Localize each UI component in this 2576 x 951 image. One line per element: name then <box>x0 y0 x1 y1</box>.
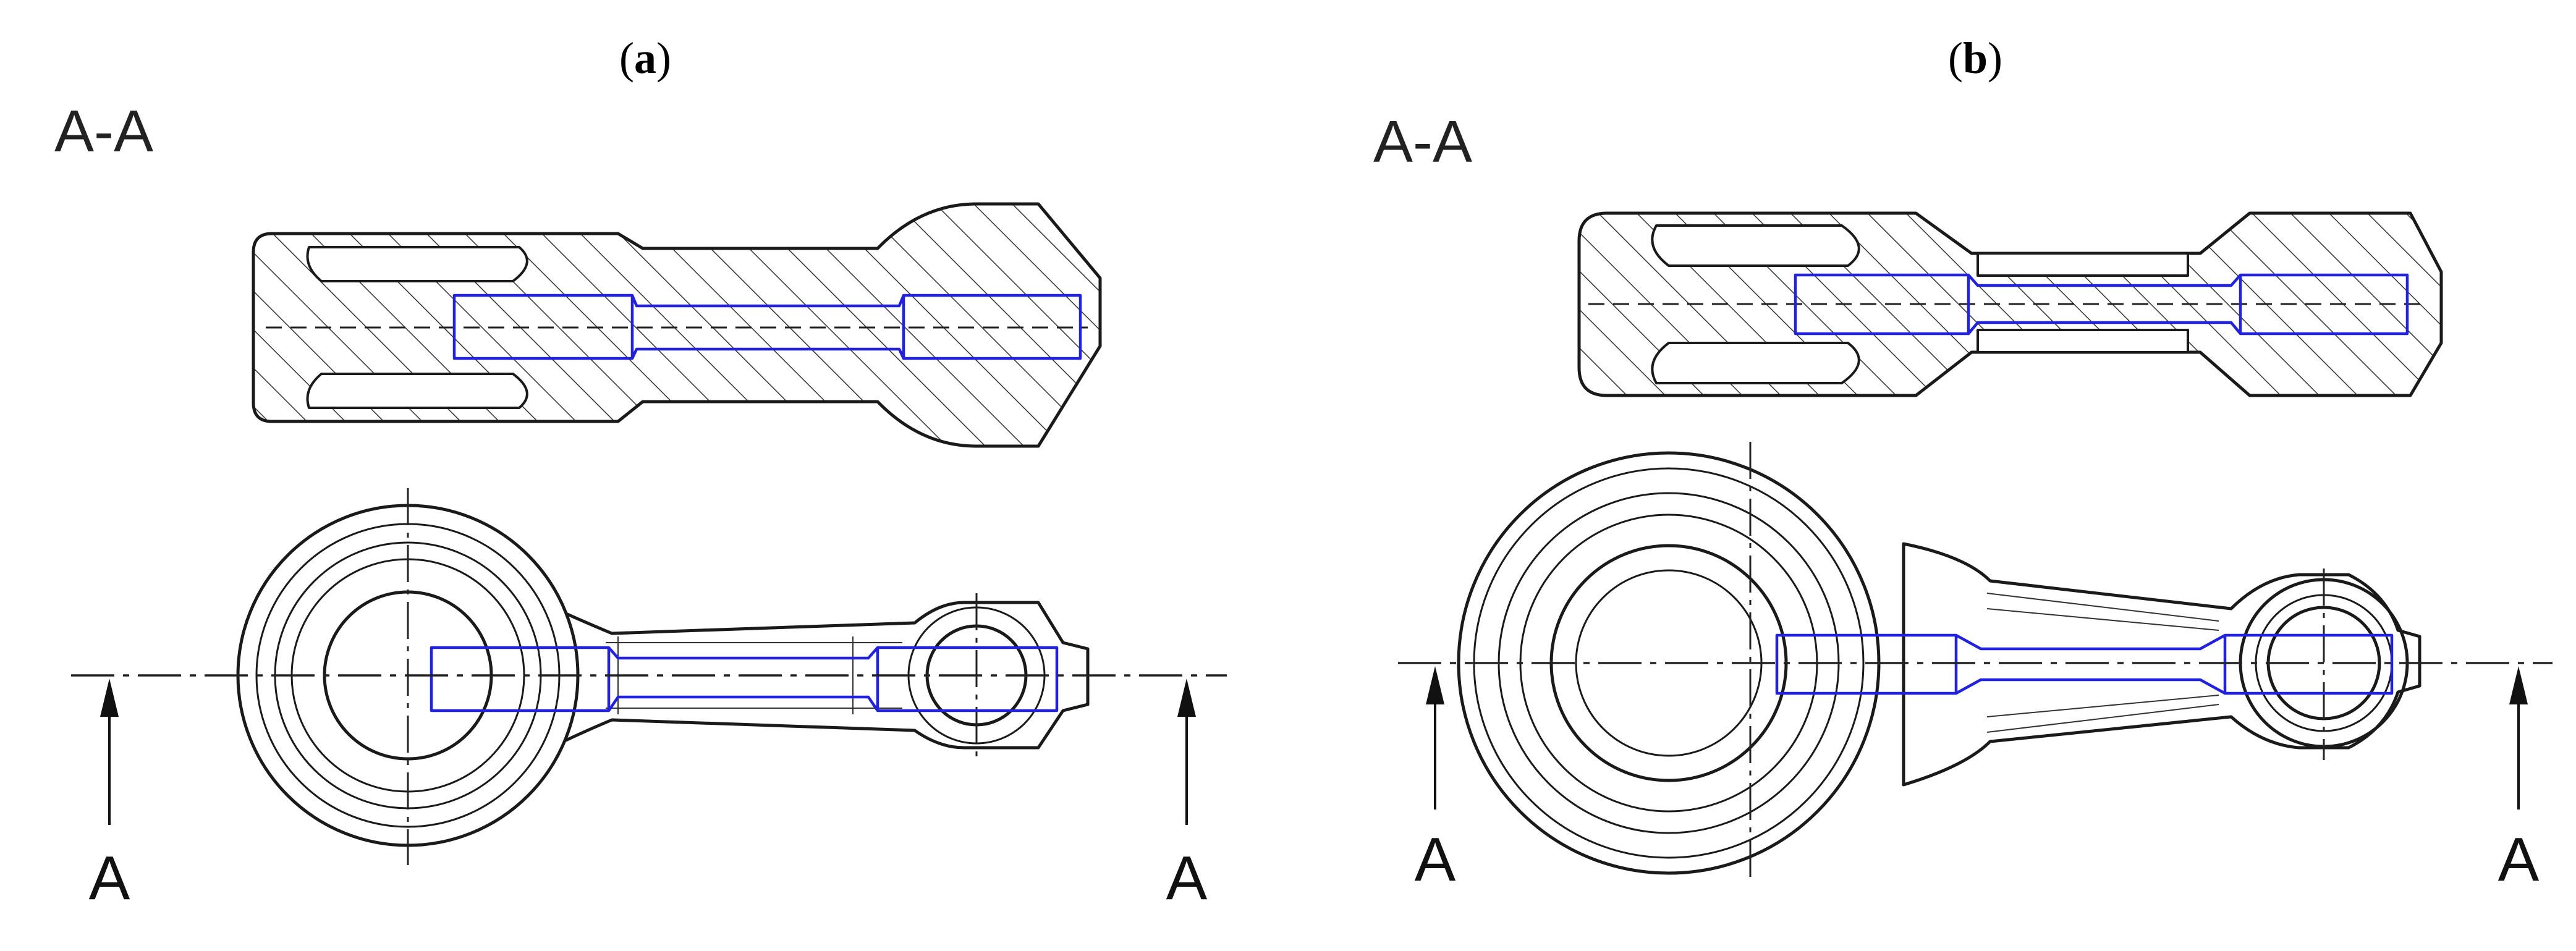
panel-b-section-title: A-A <box>1373 109 1472 175</box>
panel-a-section-view <box>252 202 1102 448</box>
panel-b-cutting-plane <box>1398 662 2553 809</box>
panel-b-section-view <box>1577 211 2443 397</box>
panel-a-cutting-plane <box>71 674 1227 825</box>
panel-a-cut-label-right: A <box>1166 843 1208 913</box>
panel-b-cut-label-left: A <box>1415 825 1456 894</box>
panel-a: (a) A-A <box>54 33 1227 913</box>
panel-a-cut-label-left: A <box>89 843 130 913</box>
panel-a-section-title: A-A <box>54 98 153 164</box>
panel-a-plan-view <box>236 488 1090 865</box>
panel-b-cut-label-right: A <box>2498 825 2540 894</box>
panel-b-label: (b) <box>1948 33 2002 83</box>
panel-b: (b) A-A <box>1373 33 2553 894</box>
panel-a-label: (a) <box>619 33 671 83</box>
